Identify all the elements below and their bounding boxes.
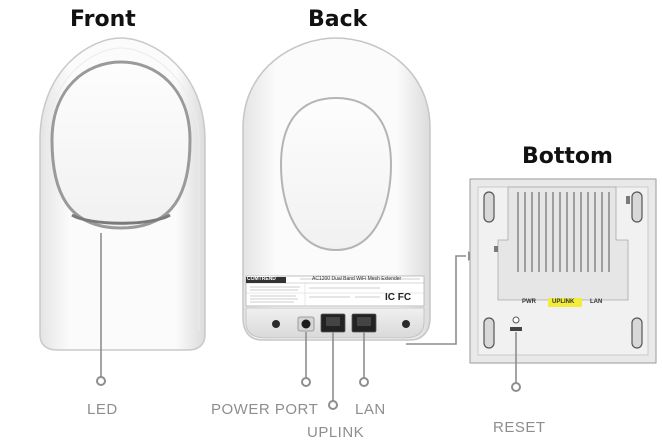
front-device bbox=[39, 37, 206, 351]
reset-callout-line bbox=[511, 332, 521, 392]
label-brand: COMTREND bbox=[247, 276, 276, 282]
led-label: LED bbox=[87, 401, 118, 418]
reset-label: RESET bbox=[493, 419, 546, 436]
bottom-title: Bottom bbox=[522, 144, 613, 169]
back-device bbox=[242, 37, 431, 341]
uplink-label: UPLINK bbox=[307, 424, 365, 441]
bottom-device bbox=[469, 178, 657, 364]
bottom-uplink-label: UPLINK bbox=[552, 299, 575, 305]
power-port-callout-line bbox=[301, 332, 311, 387]
label-product-name: AC1200 Dual Band WiFi Mesh Extender bbox=[312, 276, 402, 282]
front-title: Front bbox=[70, 7, 136, 32]
back-title: Back bbox=[308, 7, 368, 32]
power-port-label: POWER PORT bbox=[211, 401, 319, 418]
bottom-lan-label: LAN bbox=[590, 299, 603, 305]
lan-callout-line bbox=[359, 332, 369, 387]
led-callout-line bbox=[96, 233, 106, 386]
bottom-pwr-label: PWR bbox=[522, 299, 536, 305]
uplink-callout-line bbox=[328, 332, 338, 410]
label-cert-mark: IC FC bbox=[385, 292, 412, 303]
lan-label: LAN bbox=[355, 401, 386, 418]
